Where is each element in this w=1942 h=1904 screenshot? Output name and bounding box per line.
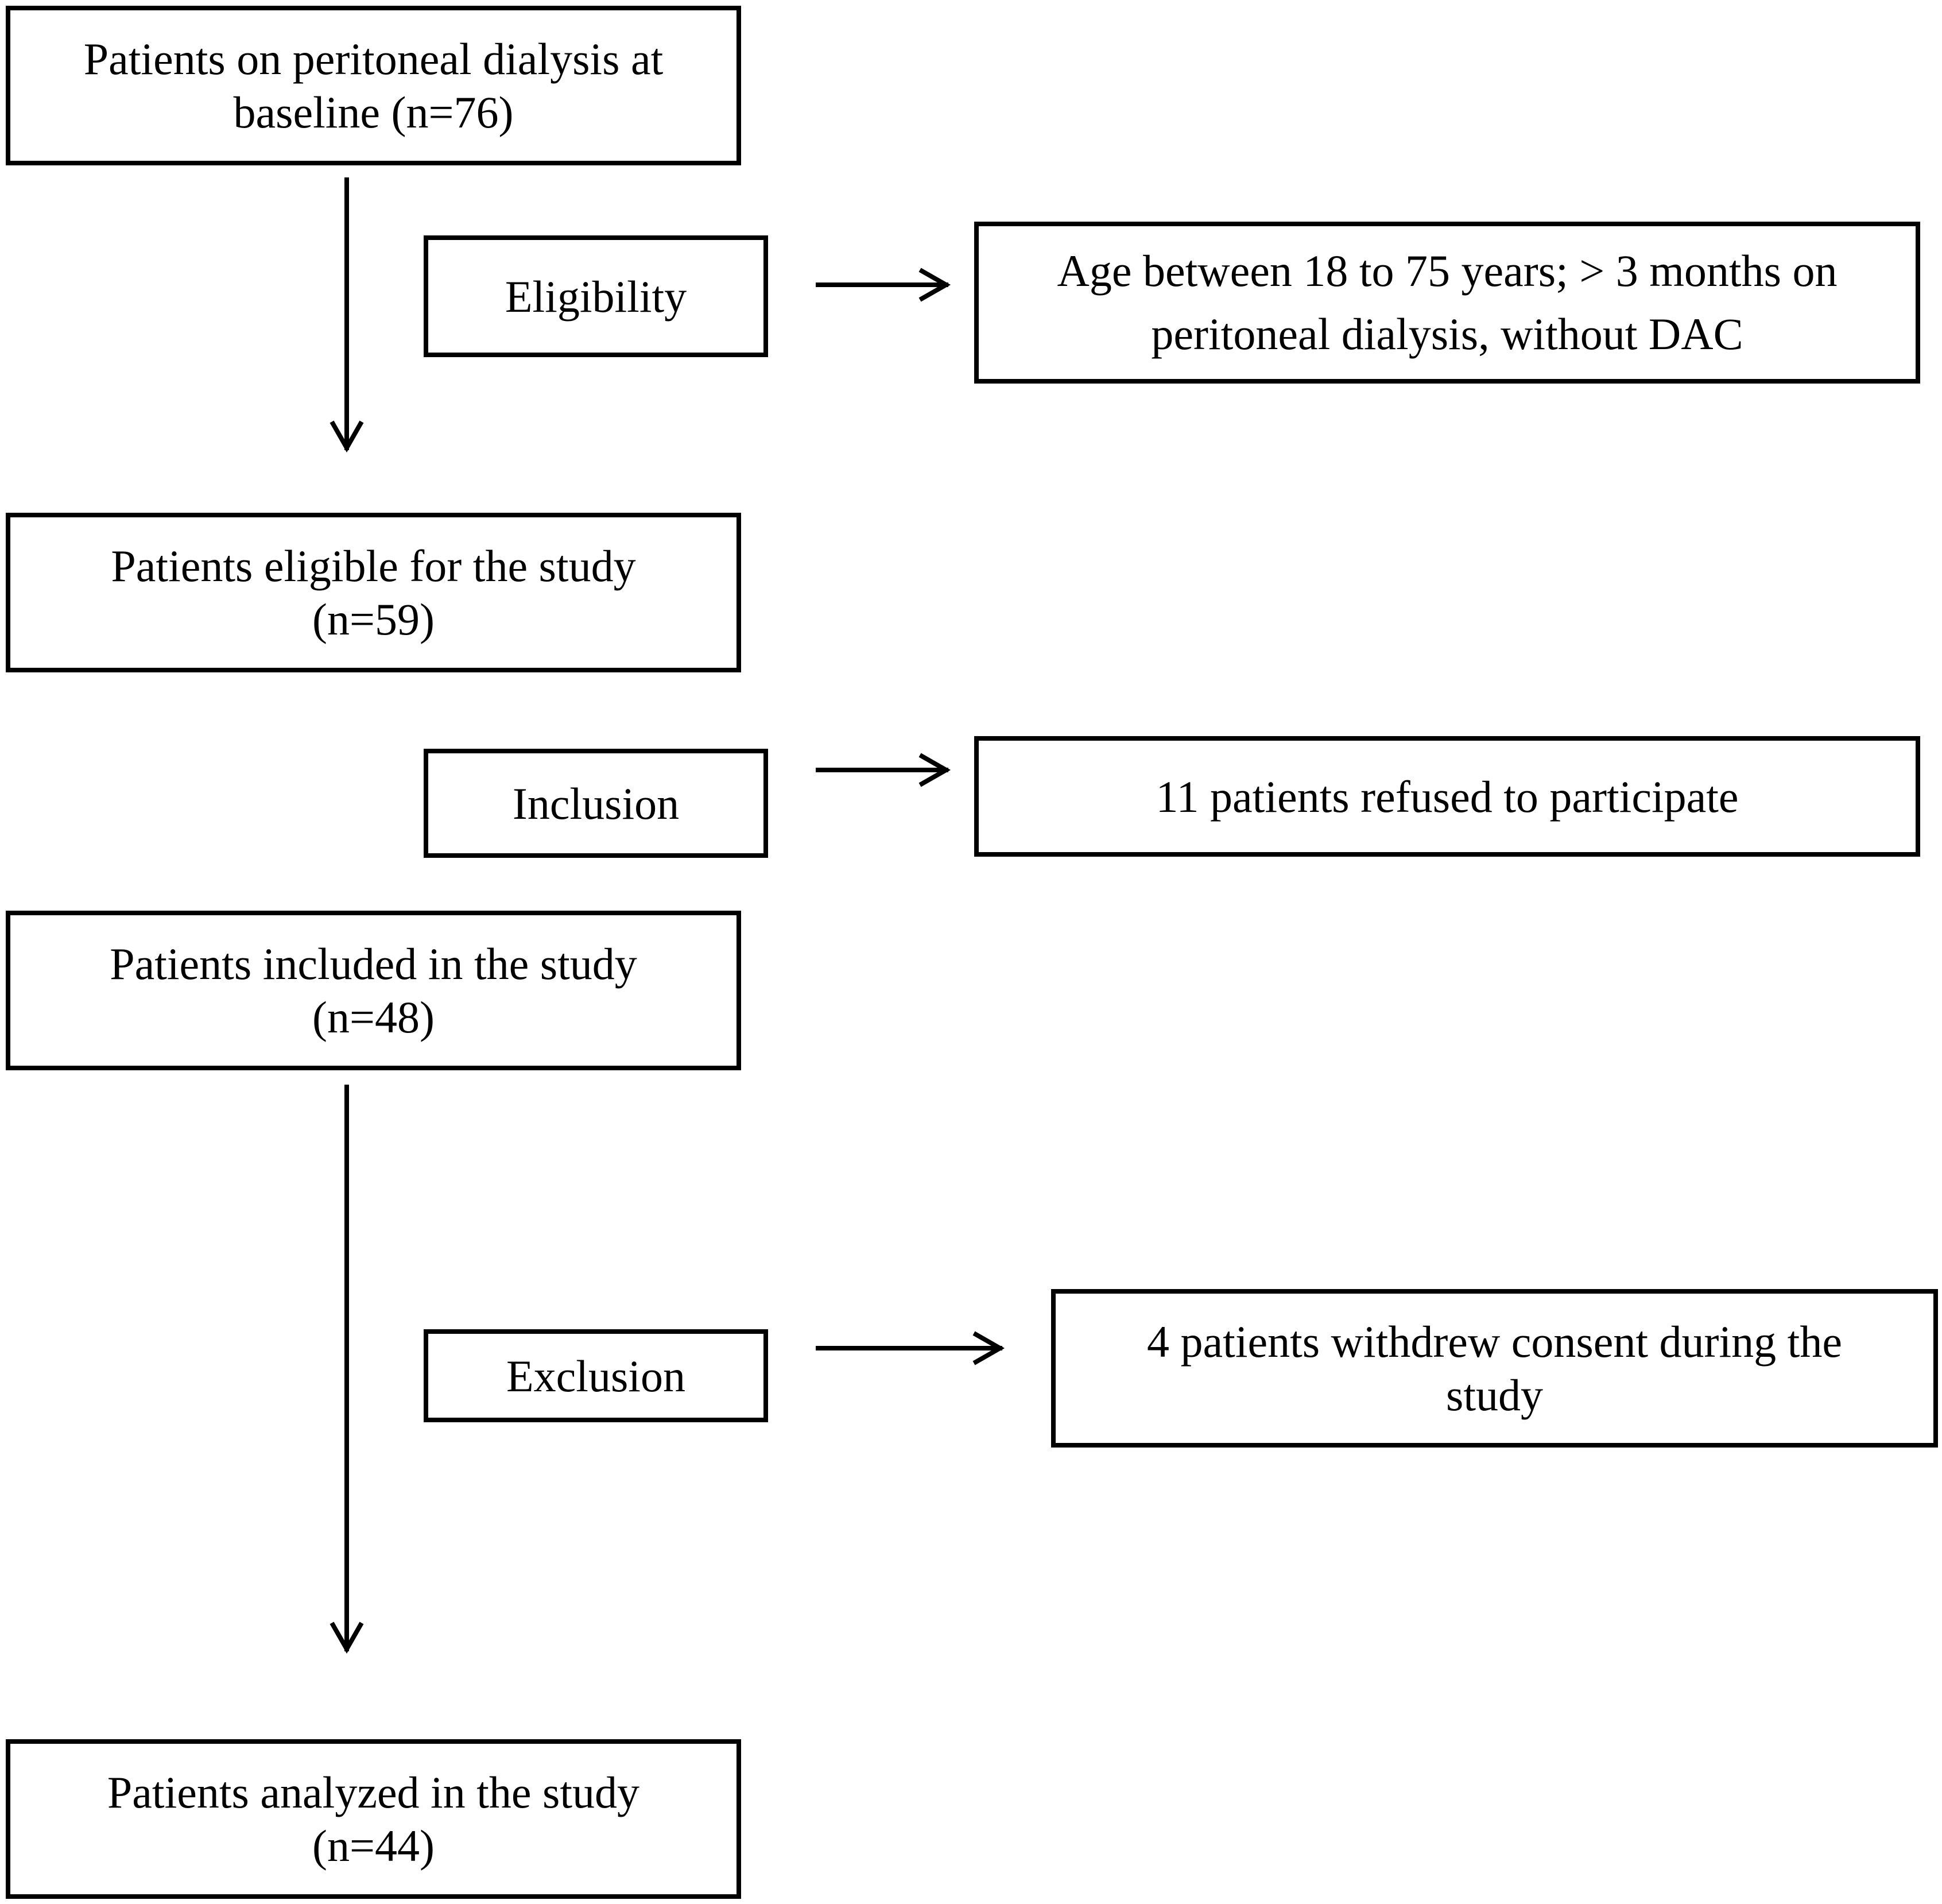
arrowhead-exclusion-to-withdrew: [972, 1331, 1005, 1365]
arrowhead-baseline-to-eligible: [330, 420, 364, 453]
inclusion-stage-label: Inclusion: [512, 778, 680, 829]
eligibility-stage-box: Eligibility: [424, 235, 768, 357]
eligible-box: Patients eligible for the study (n=59): [6, 513, 741, 672]
baseline-text: Patients on peritoneal dialysis at basel…: [83, 34, 664, 137]
refused-note-box: 11 patients refused to participate: [974, 736, 1920, 857]
refused-note-text: 11 patients refused to participate: [1156, 771, 1739, 822]
eligibility-stage-label: Eligibility: [505, 271, 687, 322]
arrowhead-included-to-analyzed: [330, 1622, 364, 1654]
arrowhead-eligibility-to-criteria: [918, 268, 951, 302]
arrowhead-inclusion-to-refused: [918, 753, 951, 787]
eligibility-criteria-box: Age between 18 to 75 years; > 3 months o…: [974, 222, 1920, 384]
included-box: Patients included in the study (n=48): [6, 911, 741, 1070]
eligible-text: Patients eligible for the study (n=59): [111, 541, 636, 644]
analyzed-box: Patients analyzed in the study (n=44): [6, 1739, 741, 1899]
exclusion-stage-label: Exclusion: [506, 1350, 685, 1401]
exclusion-stage-box: Exclusion: [424, 1329, 768, 1422]
eligibility-criteria-text: Age between 18 to 75 years; > 3 months o…: [1057, 246, 1838, 359]
inclusion-stage-box: Inclusion: [424, 749, 768, 858]
baseline-box: Patients on peritoneal dialysis at basel…: [6, 6, 741, 165]
withdrew-note-text: 4 patients withdrew consent during the s…: [1147, 1317, 1842, 1420]
analyzed-text: Patients analyzed in the study (n=44): [107, 1767, 640, 1871]
withdrew-note-box: 4 patients withdrew consent during the s…: [1051, 1289, 1938, 1448]
included-text: Patients included in the study (n=48): [110, 939, 637, 1042]
